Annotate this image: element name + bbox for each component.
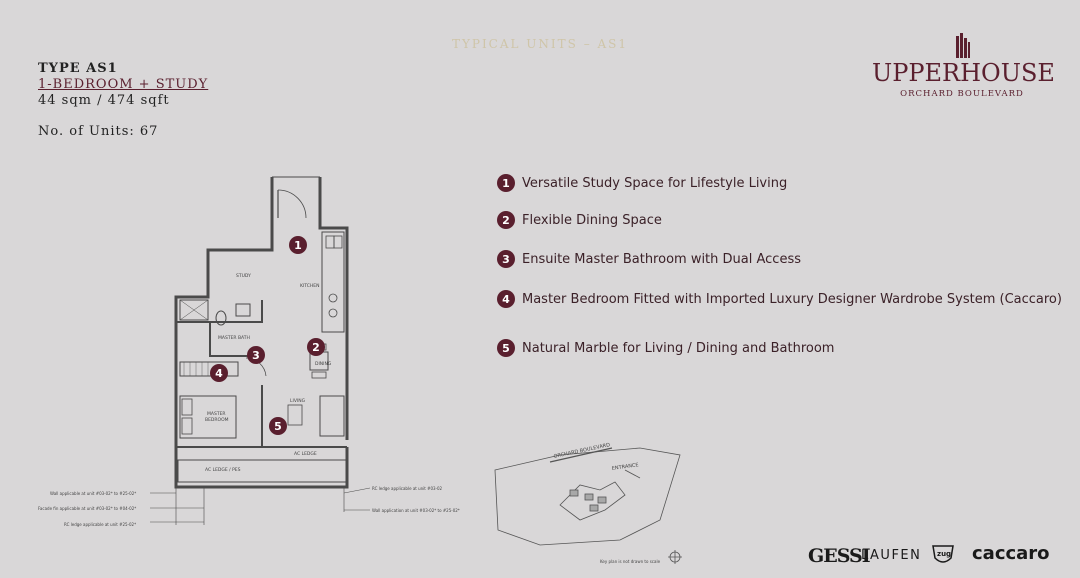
room-label-living: LIVING xyxy=(290,398,306,404)
plan-note-right-2: Wall application at unit #03-02* to #25-… xyxy=(372,508,460,513)
building-logo-icon xyxy=(956,33,970,58)
room-label-ac-ledge: AC LEDGE / PES xyxy=(205,467,241,473)
unit-configuration: 1-BEDROOM + STUDY xyxy=(38,77,209,92)
room-label-study: STUDY xyxy=(236,273,251,279)
feature-text: Natural Marble for Living / Dining and B… xyxy=(522,340,835,356)
room-label-master-1: MASTER xyxy=(207,411,226,417)
feature-number: 4 xyxy=(497,290,515,308)
brand-gessi-logo: GESSI xyxy=(808,545,871,567)
plan-note-right-1: RC ledge applicable at unit #03-02 xyxy=(372,486,443,491)
site-entrance-label: ENTRANCE xyxy=(611,462,639,472)
plan-marker-3: 3 xyxy=(247,346,265,364)
logo-subtitle: ORCHARD BOULEVARD xyxy=(900,89,1024,99)
feature-item-3: 3 Ensuite Master Bathroom with Dual Acce… xyxy=(497,249,801,269)
site-scale-note: Key plan is not drawn to scale xyxy=(600,559,661,564)
upperhouse-logo: UPPERHOUSE ORCHARD BOULEVARD xyxy=(872,32,1055,104)
plan-marker-1: 1 xyxy=(289,236,307,254)
room-label-master-2: BEDROOM xyxy=(205,417,229,423)
brand-zug-text: zug xyxy=(937,550,951,558)
room-label-dining: DINING xyxy=(315,361,332,367)
room-label-kitchen: KITCHEN xyxy=(300,283,320,289)
feature-text: Flexible Dining Space xyxy=(522,212,662,228)
brand-laufen-logo: LAUFEN xyxy=(861,548,922,563)
plan-note-left-3: RC ledge applicable at unit #25-02* xyxy=(64,522,136,527)
feature-number: 1 xyxy=(497,174,515,192)
plan-marker-2: 2 xyxy=(307,338,325,356)
feature-text: Master Bedroom Fitted with Imported Luxu… xyxy=(522,291,1062,307)
logo-name: UPPERHOUSE xyxy=(872,59,1055,87)
units-count: No. of Units: 67 xyxy=(38,124,159,139)
feature-item-2: 2 Flexible Dining Space xyxy=(497,210,662,230)
feature-text: Versatile Study Space for Lifestyle Livi… xyxy=(522,175,788,191)
feature-item-1: 1 Versatile Study Space for Lifestyle Li… xyxy=(497,173,787,193)
plan-marker-4: 4 xyxy=(210,364,228,382)
watermark-title: TYPICAL UNITS – AS1 xyxy=(451,37,629,51)
unit-type-title: TYPE AS1 xyxy=(38,61,118,76)
feature-item-5: 5 Natural Marble for Living / Dining and… xyxy=(497,338,834,358)
feature-number: 5 xyxy=(497,339,515,357)
feature-text: Ensuite Master Bathroom with Dual Access xyxy=(522,251,801,267)
feature-number: 2 xyxy=(497,211,515,229)
feature-number: 3 xyxy=(497,250,515,268)
plan-note-left-1: Wall applicable at unit #03-02* to #25-0… xyxy=(50,491,136,496)
room-label-pes: AC LEDGE xyxy=(294,451,317,457)
room-label-master-bath: MASTER BATH xyxy=(218,335,250,341)
unit-size: 44 sqm / 474 sqft xyxy=(38,93,170,108)
brand-zug-logo: zug xyxy=(931,544,955,566)
feature-item-4: 4 Master Bedroom Fitted with Imported Lu… xyxy=(497,289,1062,309)
plan-marker-5: 5 xyxy=(269,417,287,435)
plan-note-left-2: Facade fin applicable at unit #03-02* to… xyxy=(38,506,136,511)
brand-caccaro-logo: caccaro xyxy=(972,543,1050,564)
